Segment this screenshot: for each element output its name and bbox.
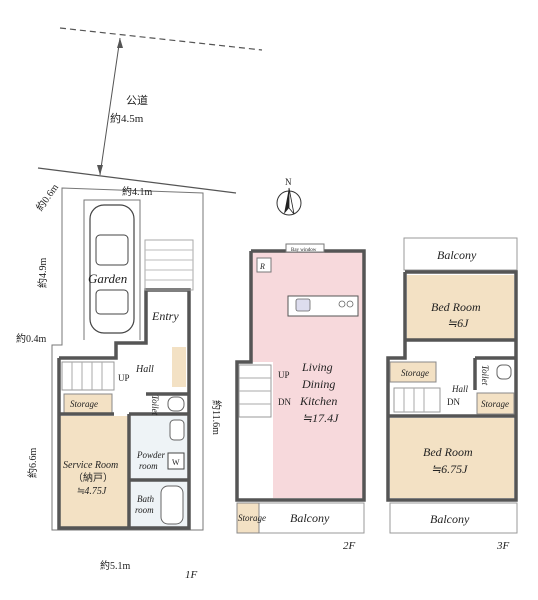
dim-right: 約11.6m xyxy=(210,400,223,435)
powder-label-1: Powder xyxy=(136,450,165,460)
dim-left-upper: 約4.9m xyxy=(36,258,49,289)
powder-label-2: room xyxy=(139,461,158,471)
floor-2: Bay window R UP DN Living Dining Kitchen… xyxy=(235,243,366,552)
bath-label-2: room xyxy=(135,505,154,515)
dim-bottom: 約5.1m xyxy=(100,559,130,572)
bay-window-label: Bay window xyxy=(291,248,317,253)
dim-left-lower: 約6.6m xyxy=(26,448,39,479)
floor2-label: 2F xyxy=(343,540,356,552)
bed-room-1-label: Bed Room xyxy=(431,300,481,314)
service-room-label: Service Room xyxy=(63,460,118,471)
floor3-label: 3F xyxy=(496,540,510,552)
north-arrow-icon: N xyxy=(276,177,302,216)
toilet-icon-3f xyxy=(496,364,512,380)
up-label-1f: UP xyxy=(118,373,130,383)
service-room-sub: （納戸） xyxy=(73,471,113,484)
stairs-2f xyxy=(238,364,272,418)
stairs-3f xyxy=(393,387,441,413)
road: 公道 約4.5m xyxy=(37,27,263,194)
floor-3: Balcony Bed Room ≒6J Storage Toilet Hall… xyxy=(386,237,518,552)
north-letter: N xyxy=(285,177,292,187)
entry-label: Entry xyxy=(151,309,179,323)
dim-topleft: 約0.6m xyxy=(33,181,61,213)
washer-label: W xyxy=(172,458,180,467)
stove-icon xyxy=(338,300,346,308)
toilet-label-1f: Toilet xyxy=(150,395,160,416)
sink-icon xyxy=(169,419,185,441)
service-room-size: ≒4.75J xyxy=(76,486,107,497)
dim-left-mid: 約0.4m xyxy=(16,332,46,345)
ldk-label-1: Living xyxy=(301,360,333,374)
hall-label-1f: Hall xyxy=(135,364,154,375)
up-label-2f: UP xyxy=(278,370,290,380)
balcony-top-3f xyxy=(403,237,518,271)
ldk-label-2: Dining xyxy=(301,377,335,391)
dim-top: 約4.1m xyxy=(122,185,152,198)
bed-room-1-size: ≒6J xyxy=(447,316,469,330)
ldk-label-3: Kitchen xyxy=(299,394,337,408)
garden-label: Garden xyxy=(88,271,127,286)
ldk-size: ≒17.4J xyxy=(302,411,339,425)
stairs-1f xyxy=(61,361,115,391)
bed-room-2-label: Bed Room xyxy=(423,445,473,459)
bath-label-1: Bath xyxy=(137,494,154,504)
storage-left-label-3f: Storage xyxy=(401,368,429,378)
bed-room-1 xyxy=(407,275,514,340)
bed-room-2-size: ≒6.75J xyxy=(431,462,468,476)
storage-right-label-3f: Storage xyxy=(481,399,509,409)
service-room xyxy=(59,416,129,527)
car-icon xyxy=(89,204,135,334)
storage-2f xyxy=(236,502,260,534)
road-width: 約4.5m xyxy=(110,111,144,125)
dn-label-2f: DN xyxy=(278,397,291,407)
road-name: 公道 xyxy=(126,93,148,107)
storage-label-1f: Storage xyxy=(70,399,98,409)
floor-1: Garden Entry Hall UP Storage Toilet Powd… xyxy=(16,181,223,581)
bay-window xyxy=(285,243,325,253)
storage-left-3f xyxy=(389,361,437,383)
refrigerator-label: R xyxy=(259,262,265,271)
kitchen-counter xyxy=(287,295,359,317)
floor1-label: 1F xyxy=(185,569,198,581)
washer-icon xyxy=(167,452,185,470)
balcony-bottom-3f xyxy=(389,502,518,534)
kitchen-sink-icon xyxy=(295,298,311,312)
balcony-bottom-label: Balcony xyxy=(430,512,470,526)
dn-label-3f: DN xyxy=(447,397,460,407)
storage-label-2f: Storage xyxy=(238,513,266,523)
storage-right-3f xyxy=(476,392,515,415)
bathtub-icon xyxy=(160,485,184,525)
balcony-label-2f: Balcony xyxy=(290,511,330,525)
toilet-icon xyxy=(167,396,185,412)
hall-label-3f: Hall xyxy=(451,384,469,394)
balcony-top-label: Balcony xyxy=(437,248,477,262)
bed-room-2 xyxy=(390,418,514,498)
toilet-label-3f: Toilet xyxy=(480,365,490,386)
